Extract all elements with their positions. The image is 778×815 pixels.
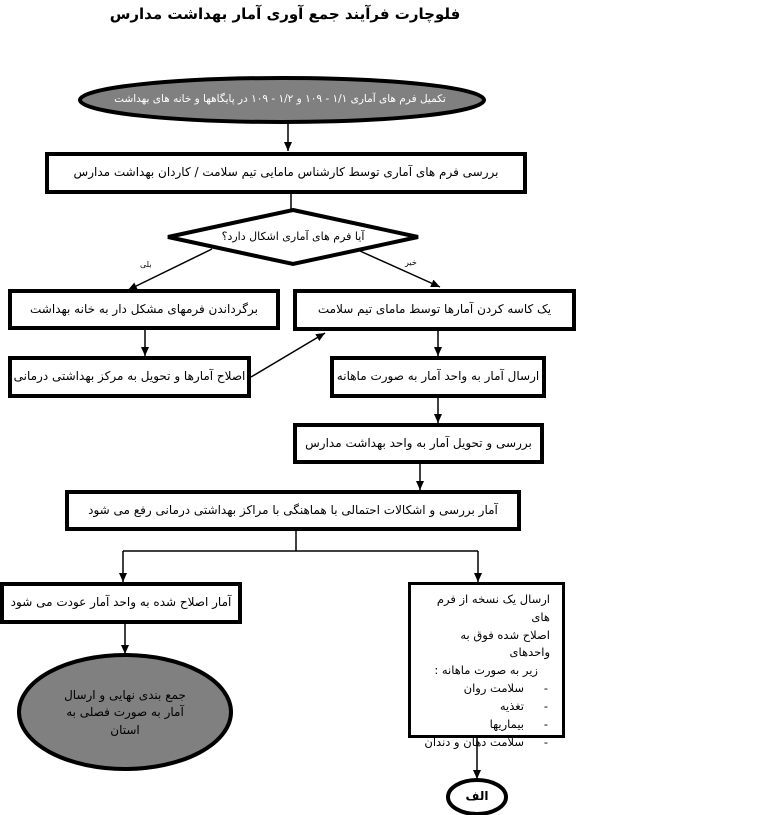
review-box: بررسی فرم های آماری توسط کارشناس مامایی …: [45, 152, 527, 194]
copy-unit-item: سلامت روان: [421, 680, 524, 698]
send-monthly-box: ارسال آمار به واحد آمار به صورت ماهانه: [330, 356, 546, 398]
final-text: جمع بندی نهایی و ارسال آمار به صورت فصلی…: [40, 678, 210, 748]
start-oval: [78, 76, 486, 124]
copy-line-2: اصلاح شده فوق به واحدهای: [460, 627, 550, 660]
copy-line-1: ارسال یک نسخه از فرم های: [436, 592, 550, 624]
copy-unit-item: تغذیه: [421, 698, 524, 716]
yes-label: بلی: [140, 260, 152, 269]
decision-text: آیا فرم های آماری اشکال دارد؟: [221, 230, 365, 244]
no-label: خیر: [405, 258, 417, 267]
final-line-3: استان: [110, 722, 140, 737]
final-oval: [17, 653, 233, 771]
page-title: فلوچارت فرآیند جمع آوری آمار بهداشت مدار…: [109, 5, 461, 23]
return-forms-box: برگرداندن فرمهای مشکل دار به خانه بهداشت: [8, 289, 280, 330]
arrow-yes: [127, 248, 213, 291]
corrected-box: آمار اصلاح شده به واحد آمار عودت می شود: [0, 582, 242, 624]
fix-forms-box: اصلاح آمارها و تحویل به مرکز بهداشتی درم…: [8, 356, 251, 398]
arrow-no: [359, 250, 441, 288]
copy-box: ارسال یک نسخه از فرم های اصلاح شده فوق ب…: [408, 582, 565, 749]
decision-diamond: [167, 207, 419, 267]
coordinate-box: آمار بررسی و اشکالات احتمالی با هماهنگی …: [65, 490, 521, 531]
unify-box: یک کاسه کردن آمارها توسط مامای تیم سلامت: [293, 289, 576, 331]
start-text: تکمیل فرم های آماری ۱/۱ - ۱۰۹ و ۱/۲ - ۱۰…: [114, 93, 446, 106]
copy-unit-item: سلامت دهان و دندان: [421, 734, 524, 752]
copy-units-list: سلامت روان تغذیه بیماریها سلامت دهان و د…: [421, 680, 550, 751]
copy-unit-item: بیماریها: [421, 716, 524, 734]
arrow-fix-unify: [250, 332, 326, 378]
final-line-1: جمع بندی نهایی و ارسال: [64, 687, 186, 702]
final-line-2: آمار به صورت فصلی به: [66, 705, 184, 720]
connector-circle: [446, 778, 508, 815]
deliver-school-box: بررسی و تحویل آمار به واحد بهداشت مدارس: [293, 423, 544, 464]
copy-line-3: زیر به صورت ماهانه :: [434, 663, 538, 678]
connector-text: الف: [465, 789, 489, 804]
